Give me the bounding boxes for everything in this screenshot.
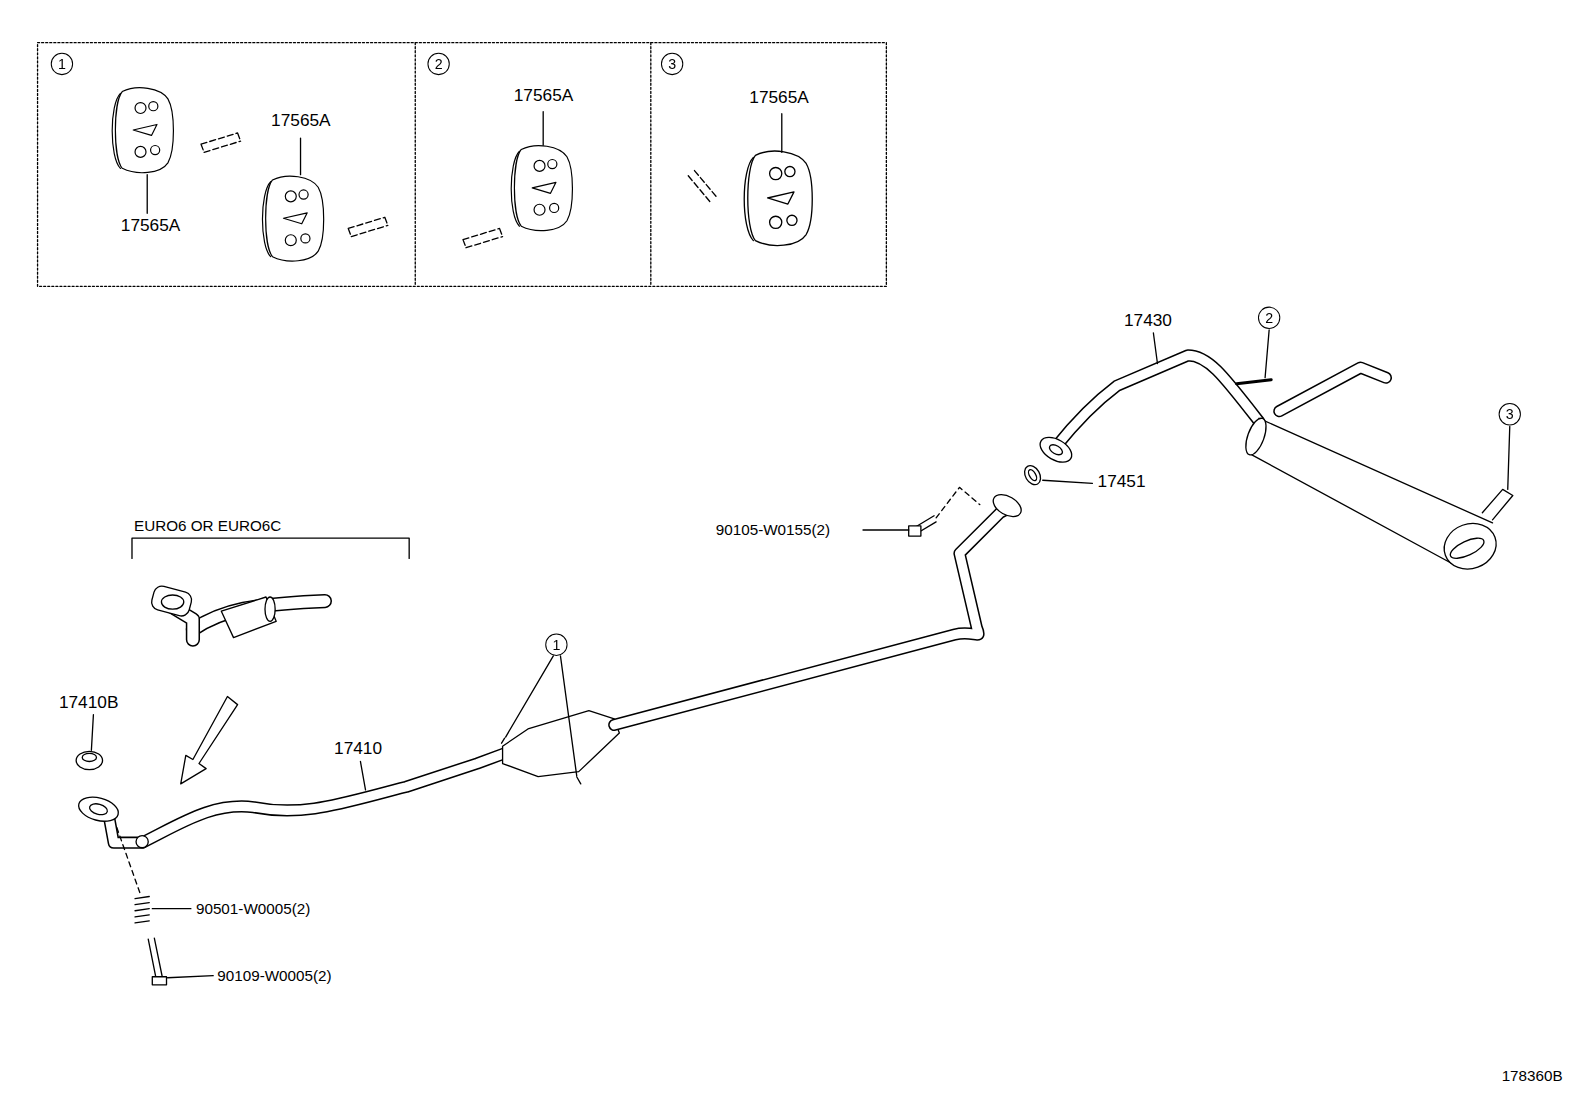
callout-circle: 3 xyxy=(661,53,683,75)
part-number: 17565A xyxy=(748,87,810,107)
callout-circle: 2 xyxy=(427,53,449,75)
part-number: 17565A xyxy=(513,85,575,105)
callout-number: 1 xyxy=(58,57,66,71)
part-number: 17565A xyxy=(120,216,182,236)
part-number: 90501-W0005(2) xyxy=(195,899,311,919)
callout-circle: 2 xyxy=(1258,307,1280,329)
variant-note: EURO6 OR EURO6C xyxy=(133,516,282,536)
callout-number: 2 xyxy=(1265,311,1273,325)
part-number: 90109-W0005(2) xyxy=(216,966,332,986)
part-number: 17565A xyxy=(270,111,332,131)
callout-number: 1 xyxy=(552,638,560,652)
callout-circle: 1 xyxy=(545,634,567,656)
part-number: 17410 xyxy=(333,739,383,759)
callout-circle: 3 xyxy=(1499,403,1521,425)
callout-number: 3 xyxy=(668,57,676,71)
figure-number: 178360B xyxy=(1501,1066,1564,1086)
callout-circle: 1 xyxy=(51,53,73,75)
callout-number: 3 xyxy=(1506,407,1514,421)
part-number: 17430 xyxy=(1123,311,1173,331)
callout-number: 2 xyxy=(435,57,443,71)
part-number: 17451 xyxy=(1097,472,1147,492)
part-number: 90105-W0155(2) xyxy=(715,520,831,540)
part-number: 17410B xyxy=(58,692,120,712)
